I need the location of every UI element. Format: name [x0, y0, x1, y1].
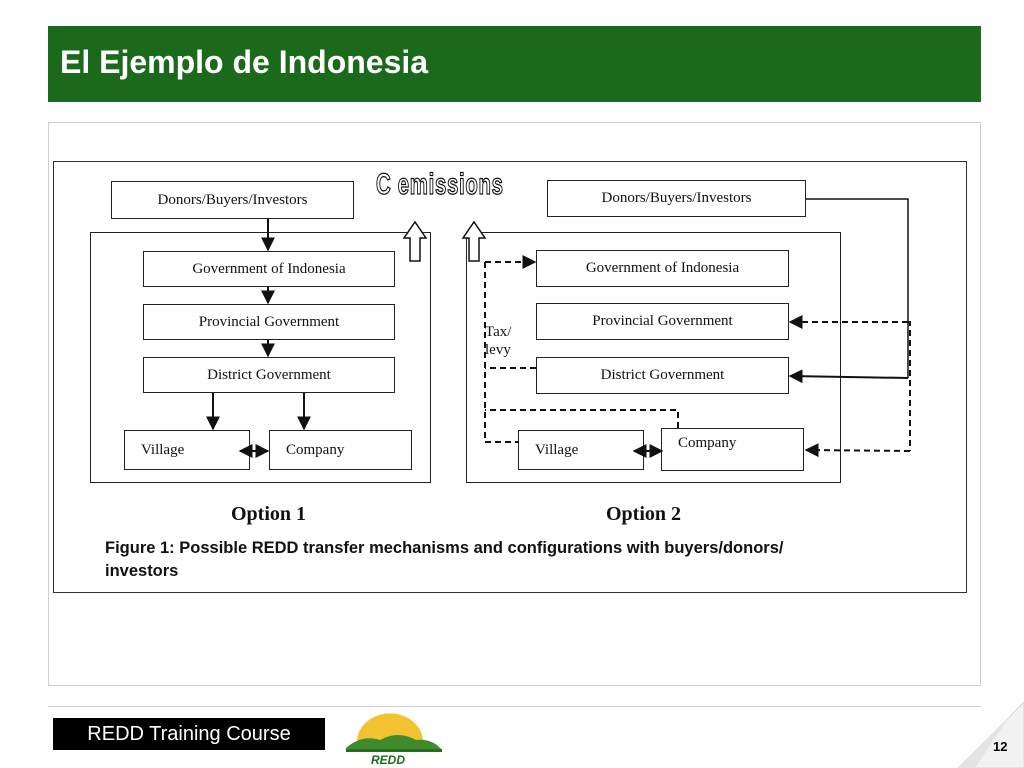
page-number: 12: [993, 739, 1008, 754]
tax-label-line2: levy: [485, 342, 511, 358]
option1-label: Option 1: [231, 503, 307, 525]
tax-levy-label: Tax/ levy: [485, 323, 511, 359]
emission-arrow-right: [461, 220, 487, 262]
opt1-provincial-box: Provincial Government: [143, 304, 395, 340]
slide-title: El Ejemplo de Indonesia: [60, 44, 429, 80]
opt1-container: [90, 232, 431, 483]
opt2-arrow-to-district: [788, 369, 909, 384]
footer-divider: [48, 706, 981, 707]
opt1-village-box: Village: [124, 430, 250, 470]
opt2-government-box: Government of Indonesia: [536, 250, 789, 287]
opt2-dashed-left-main: [484, 262, 518, 443]
c-emissions-label: C emissions: [376, 167, 504, 201]
figure-caption: Figure 1: Possible REDD transfer mechani…: [105, 539, 784, 580]
opt2-dashed-arrow-company: [804, 443, 911, 458]
emission-arrow-left: [402, 220, 428, 262]
opt1-government-label: Government of Indonesia: [192, 260, 346, 277]
opt2-government-label: Government of Indonesia: [585, 260, 740, 276]
opt2-district-label: District Government: [600, 367, 725, 383]
opt1-village-label: Village: [141, 441, 185, 458]
opt1-district-label: District Government: [207, 366, 331, 383]
opt2-line-donors-right: [806, 198, 909, 378]
opt2-provincial-label: Provincial Government: [592, 313, 733, 329]
footer-course-label: REDD Training Course: [53, 718, 325, 750]
opt1-donors-box: Donors/Buyers/Investors: [111, 181, 354, 219]
opt1-government-box: Government of Indonesia: [143, 251, 395, 287]
opt2-dashed-right-loop: [908, 321, 911, 451]
option2-label: Option 2: [606, 503, 682, 525]
opt2-village-box: Village: [518, 430, 644, 470]
title-bar: El Ejemplo de Indonesia: [48, 26, 981, 102]
opt1-company-box: Company: [269, 430, 412, 470]
opt2-provincial-box: Provincial Government: [536, 303, 789, 340]
opt2-donors-box: Donors/Buyers/Investors: [547, 180, 806, 217]
opt1-donors-label: Donors/Buyers/Investors: [157, 191, 308, 208]
opt1-company-label: Company: [286, 441, 345, 458]
tax-label-line1: Tax/: [485, 324, 512, 340]
opt2-village-label: Village: [535, 441, 579, 458]
opt1-district-box: District Government: [143, 357, 395, 393]
opt1-provincial-label: Provincial Government: [198, 313, 340, 330]
opt2-donors-label: Donors/Buyers/Investors: [601, 190, 752, 206]
opt2-company-label: Company: [678, 435, 737, 451]
opt2-district-box: District Government: [536, 357, 789, 394]
opt2-container: [466, 232, 841, 483]
opt2-dashed-company-loop: [485, 409, 679, 428]
